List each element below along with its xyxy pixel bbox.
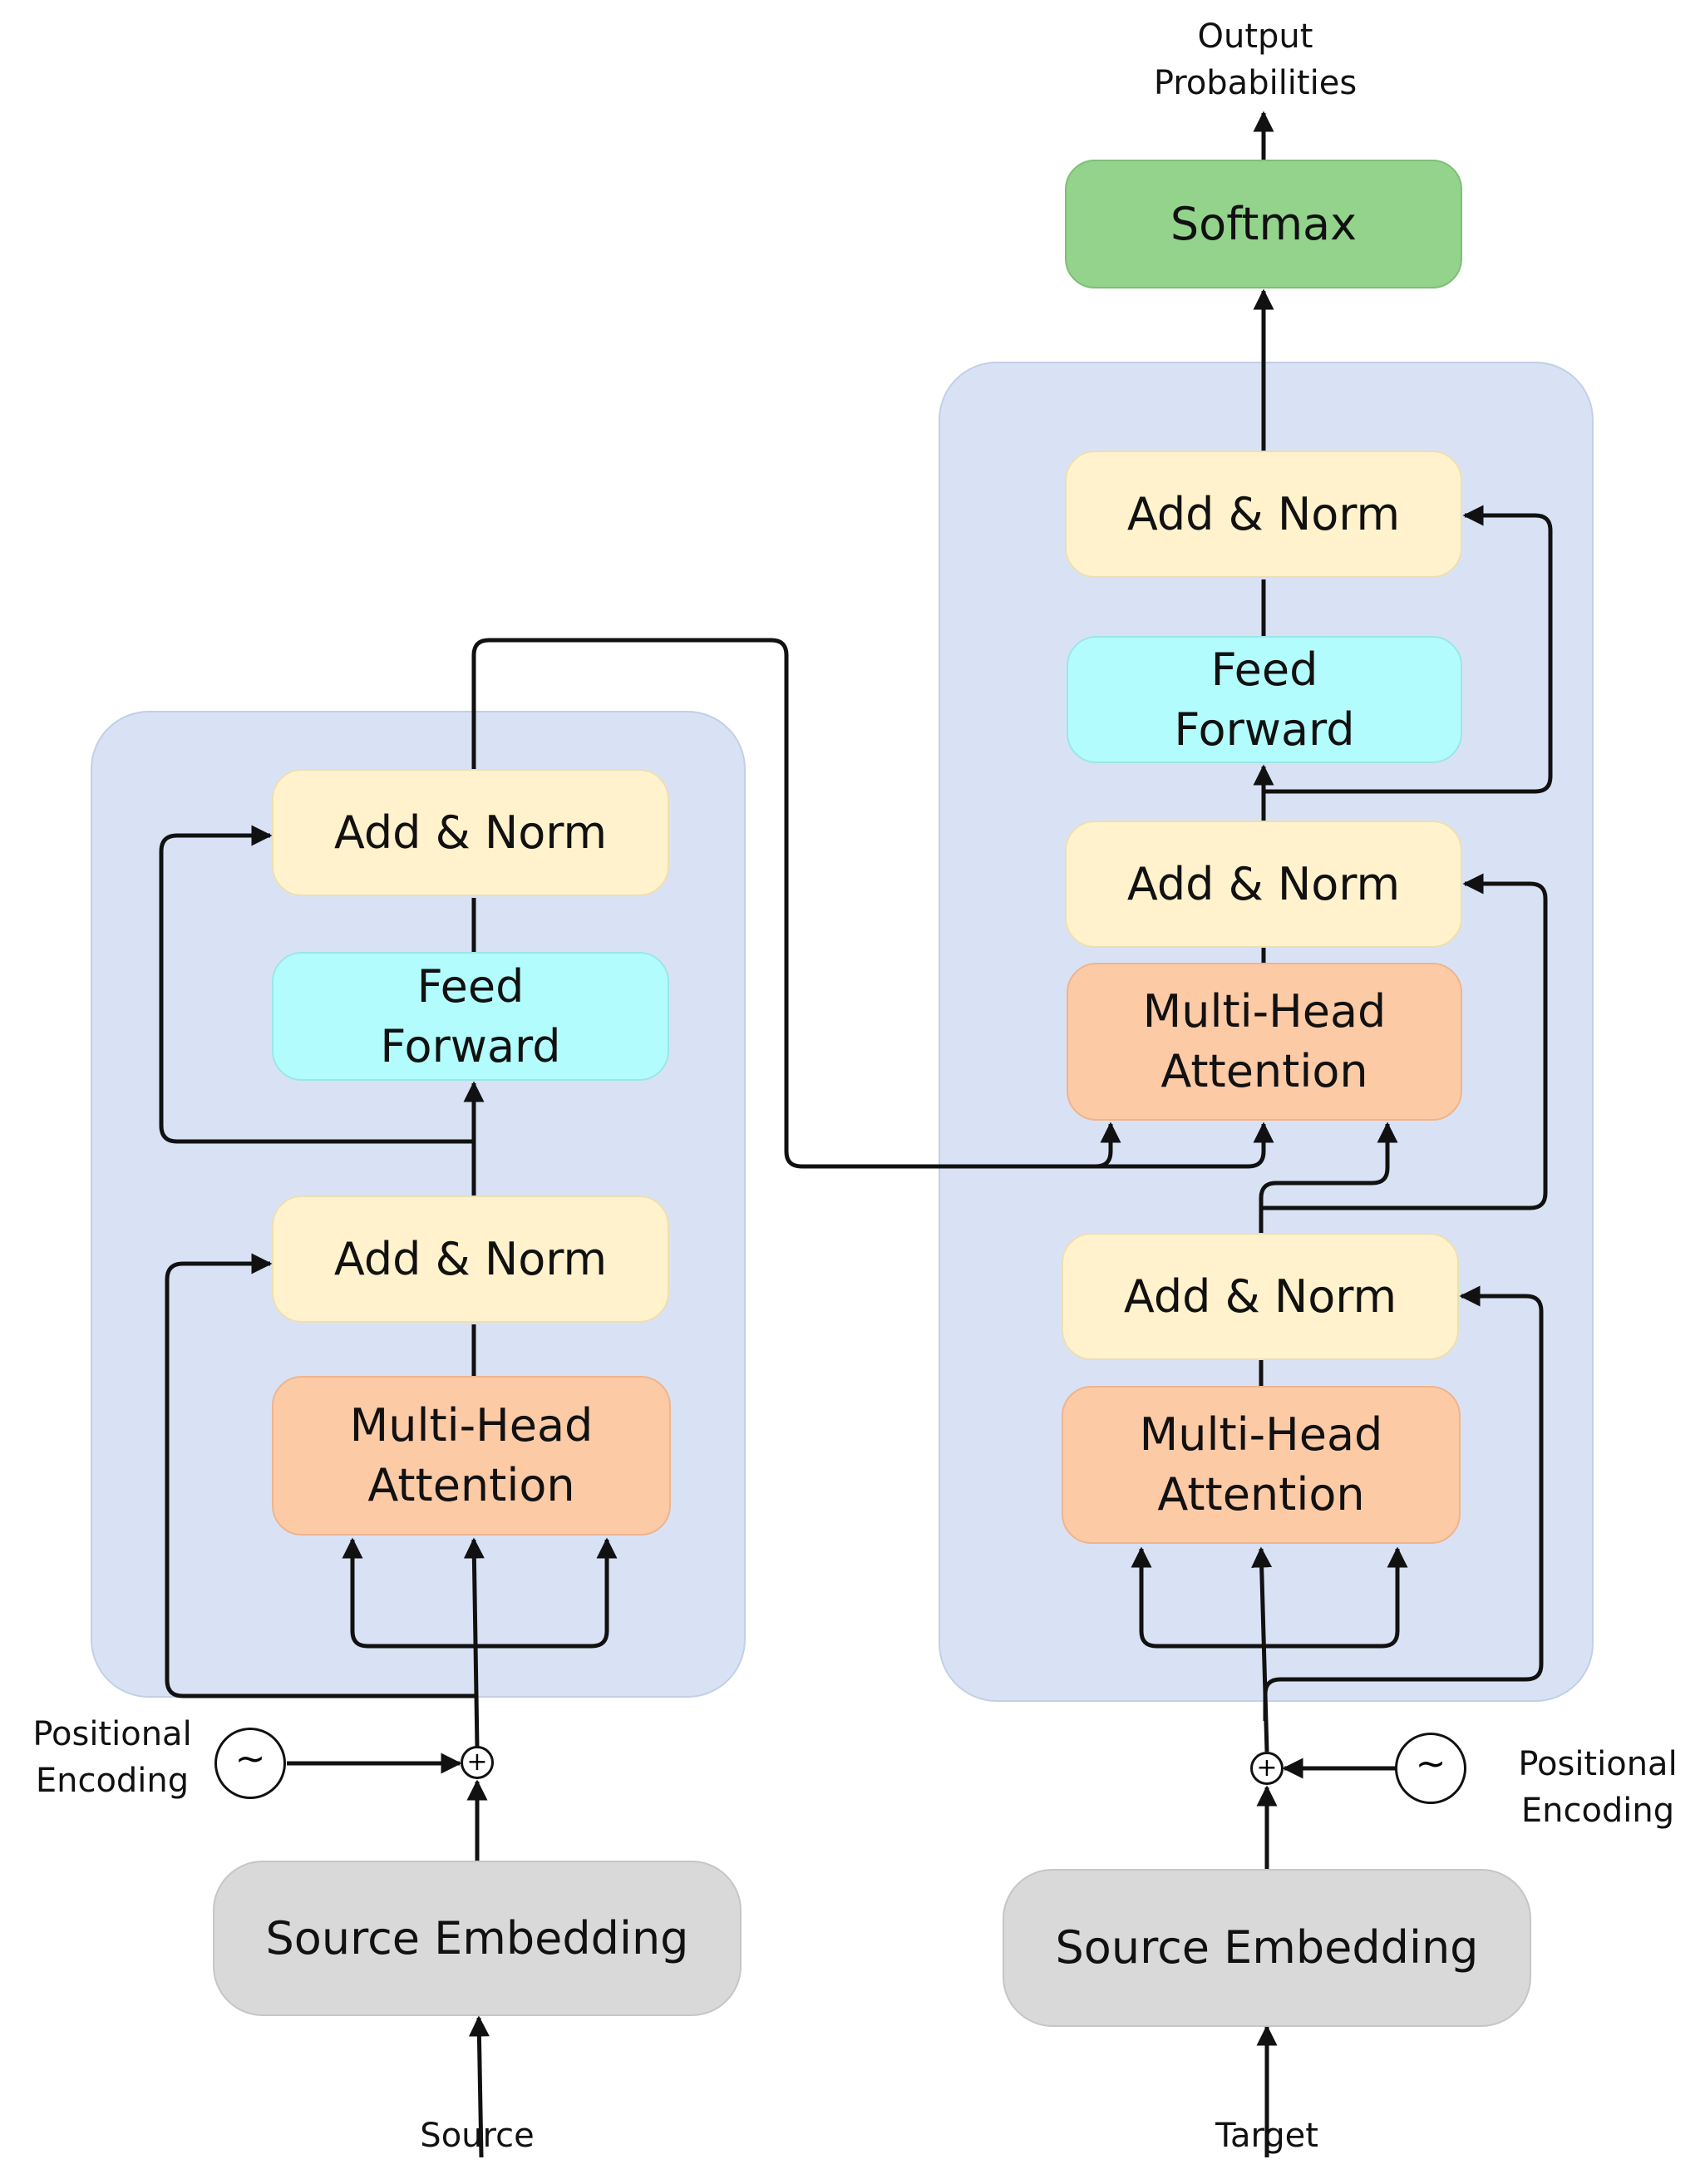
arrow-encoder-query-key-branches bbox=[342, 1537, 618, 1649]
arrow-decoder-residual-1 bbox=[1263, 1285, 1544, 1721]
decoder-add-norm-top: Add & Norm bbox=[1065, 451, 1462, 578]
encoder-feed-forward: Feed Forward bbox=[272, 952, 669, 1081]
arrow-encoder-output-to-cross-attention bbox=[471, 638, 1121, 1169]
encoder-source-embedding: Source Embedding bbox=[213, 1861, 742, 2016]
arrow-encoder-residual-2 bbox=[159, 825, 474, 1144]
decoder-input-label: Target bbox=[1215, 2117, 1318, 2155]
arrow-sum-to-self-attention bbox=[1251, 1546, 1273, 1753]
decoder-sum-icon: + bbox=[1250, 1752, 1284, 1785]
arrow-decoder-addnorm-to-cross-attention-query bbox=[1259, 1122, 1398, 1235]
encoder-positional-encoding-icon: ~ bbox=[214, 1728, 286, 1799]
decoder-add-norm-middle: Add & Norm bbox=[1065, 821, 1462, 948]
decoder-softmax: Softmax bbox=[1065, 160, 1462, 288]
arrow-decoder-residual-3 bbox=[1264, 505, 1553, 794]
decoder-output-label: Output Probabilities bbox=[1153, 17, 1358, 102]
arrow-sum-to-attention-value bbox=[463, 1537, 485, 1748]
arrow-decoder-query-key-branches bbox=[1131, 1546, 1408, 1649]
decoder-positional-encoding-icon: ~ bbox=[1395, 1733, 1466, 1804]
encoder-add-norm-top: Add & Norm bbox=[272, 769, 669, 896]
arrow-encoder-output-to-cross-attention-2 bbox=[1096, 1122, 1274, 1169]
encoder-sum-icon: + bbox=[461, 1746, 494, 1779]
decoder-feed-forward: Feed Forward bbox=[1067, 636, 1462, 763]
decoder-add-norm-bottom: Add & Norm bbox=[1062, 1233, 1459, 1360]
arrow-source-to-embedding bbox=[468, 2015, 490, 2158]
arrow-decoder-residual-2 bbox=[1261, 873, 1548, 1210]
decoder-positional-encoding-label: Positional Encoding bbox=[1518, 1745, 1678, 1830]
encoder-input-label: Source bbox=[420, 2117, 535, 2155]
encoder-positional-encoding-label: Positional Encoding bbox=[32, 1715, 192, 1800]
arrow-encoder-residual-1 bbox=[165, 1253, 477, 1698]
encoder-add-norm-bottom: Add & Norm bbox=[272, 1196, 669, 1323]
decoder-target-embedding: Source Embedding bbox=[1003, 1869, 1531, 2027]
decoder-self-attention: Multi-Head Attention bbox=[1062, 1386, 1461, 1544]
decoder-cross-attention: Multi-Head Attention bbox=[1067, 963, 1462, 1121]
encoder-multi-head-attention: Multi-Head Attention bbox=[272, 1376, 671, 1536]
